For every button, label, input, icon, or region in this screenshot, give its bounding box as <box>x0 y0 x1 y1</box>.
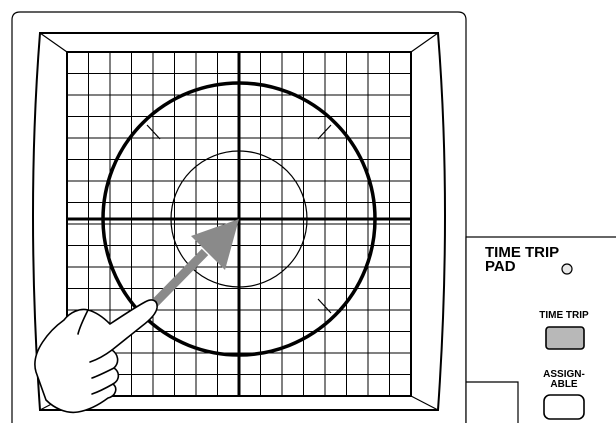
time-trip-button[interactable] <box>546 327 584 349</box>
assignable-label-line2: ABLE <box>550 379 578 390</box>
assignable-button[interactable] <box>544 395 584 419</box>
motion-arrow-icon <box>150 219 239 308</box>
time-trip-panel: TIME TRIP PAD TIME TRIP ASSIGN- ABLE <box>466 237 616 423</box>
time-trip-indicator <box>562 264 572 274</box>
time-trip-button-label: TIME TRIP <box>539 310 589 321</box>
panel-subtitle: PAD <box>485 258 516 275</box>
